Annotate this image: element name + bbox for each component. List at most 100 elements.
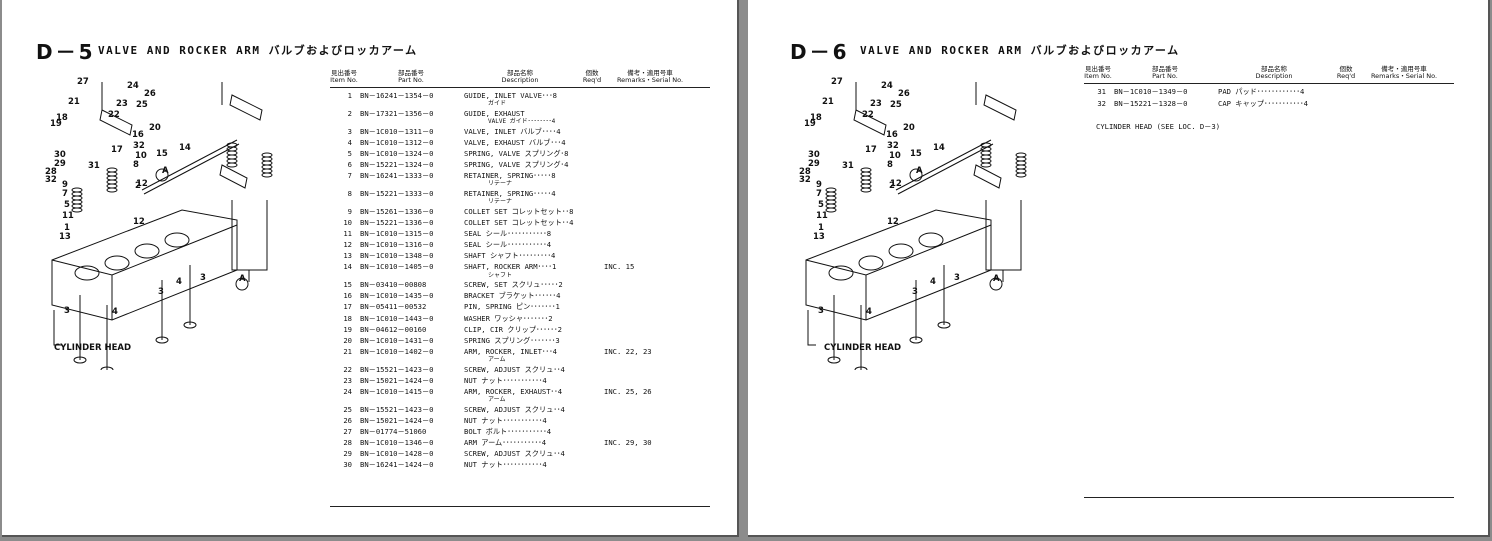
callout-number: 20 bbox=[903, 123, 915, 133]
spring-coil bbox=[226, 154, 238, 160]
rocker-shaft bbox=[895, 139, 992, 191]
description: SPRING, VALVE スプリング･4 bbox=[464, 160, 569, 170]
spring-coil bbox=[1015, 156, 1027, 162]
callout-number: 17 bbox=[865, 145, 877, 155]
detail-marker-circle bbox=[909, 168, 923, 182]
spring-coil bbox=[261, 164, 273, 170]
callout-number: 26 bbox=[144, 89, 156, 99]
spring-coil bbox=[106, 179, 118, 185]
spring-coil bbox=[106, 183, 118, 189]
description: CAP キャップ･･･････････4 bbox=[1218, 98, 1308, 108]
part-no: BN－15021－1424－0 bbox=[360, 375, 434, 385]
spring-coil bbox=[226, 158, 238, 164]
callout-number: 12 bbox=[136, 179, 148, 189]
detail-marker-circle bbox=[989, 277, 1003, 291]
spring-coil bbox=[825, 187, 837, 193]
description-japanese: VALVE ガイド････････4 bbox=[488, 117, 556, 125]
callout-number: 11 bbox=[62, 211, 74, 221]
item-no: 3 bbox=[347, 126, 352, 136]
item-no: 23 bbox=[343, 375, 352, 385]
callout-number: 20 bbox=[149, 123, 161, 133]
remarks: INC. 25, 26 bbox=[604, 386, 652, 396]
table-header: 見出番号 Item No. 部品番号 Part No. 部品名称 Descrip… bbox=[330, 69, 710, 88]
rocker-shaft-edge bbox=[143, 143, 240, 195]
callout-number: 25 bbox=[890, 100, 902, 110]
description: SCREW, ADJUST スクリュ･･4 bbox=[464, 404, 565, 414]
part-no: BN－1C010－1324－0 bbox=[360, 148, 434, 158]
part-no: BN－15261－1336－0 bbox=[360, 206, 434, 216]
header-reqd: 個数 Req'd bbox=[1336, 65, 1356, 81]
callout-number: 24 bbox=[127, 81, 139, 91]
callout-number: 32 bbox=[45, 175, 57, 185]
spring-coil bbox=[1015, 152, 1027, 158]
callout-number: 29 bbox=[808, 159, 820, 169]
description: GUIDE, INLET VALVE･･･8 bbox=[464, 91, 557, 100]
callout-number: 8 bbox=[133, 160, 139, 170]
parts-table: 見出番号 Item No. 部品番号 Part No. 部品名称 Descrip… bbox=[330, 69, 710, 472]
description: SPRING, VALVE スプリング･8 bbox=[464, 148, 569, 158]
item-no: 21 bbox=[343, 346, 352, 356]
callout-number: 1 bbox=[818, 223, 824, 233]
detail-marker-circle bbox=[235, 277, 249, 291]
callout-number: 30 bbox=[54, 150, 66, 160]
part-no: BN－1C010－1311－0 bbox=[360, 126, 434, 136]
part-no: BN－15021－1424－0 bbox=[360, 415, 434, 425]
valve-head bbox=[100, 366, 114, 370]
callout-number: 14 bbox=[179, 143, 191, 153]
spring-coil bbox=[106, 167, 118, 173]
item-no: 16 bbox=[343, 291, 352, 301]
remarks: INC. 29, 30 bbox=[604, 438, 652, 448]
cylinder-head-note: CYLINDER HEAD (SEE LOC. D－3) bbox=[1096, 122, 1221, 131]
parts-table: 見出番号 Item No. 部品番号 Part No. 部品名称 Descrip… bbox=[1084, 65, 1454, 111]
item-no: 5 bbox=[347, 148, 352, 158]
callout-number: 29 bbox=[54, 159, 66, 169]
description: NUT ナット･･･････････4 bbox=[464, 460, 547, 470]
spring-coil bbox=[71, 207, 83, 213]
valve-head bbox=[183, 321, 197, 329]
header-remarks: 備考・適用号車 Remarks・Serial No. bbox=[1370, 65, 1438, 81]
spring-coil bbox=[860, 187, 872, 193]
port-opening bbox=[858, 255, 884, 271]
rocker-arm bbox=[229, 94, 263, 121]
callout-number: 5 bbox=[818, 200, 824, 210]
item-no: 10 bbox=[343, 218, 352, 228]
table-bottom-rule bbox=[330, 506, 710, 507]
callout-number: 16 bbox=[132, 130, 144, 140]
part-no: BN－1C010－1348－0 bbox=[360, 251, 434, 261]
callout-number: 12 bbox=[890, 179, 902, 189]
spring-coil bbox=[71, 203, 83, 209]
spring-coil bbox=[980, 150, 992, 156]
callout-number: 9 bbox=[816, 180, 822, 190]
part-no: BN－15221－1328－0 bbox=[1114, 98, 1188, 108]
callout-number: 5 bbox=[64, 200, 70, 210]
description: COLLET SET コレットセット･･4 bbox=[464, 218, 574, 228]
description: SHAFT, ROCKER ARM････1 bbox=[464, 262, 557, 272]
item-no: 25 bbox=[343, 404, 352, 414]
callout-number: 18 bbox=[810, 113, 822, 123]
spring-coil bbox=[261, 168, 273, 174]
cylinder-head-edge bbox=[805, 224, 992, 320]
description: PAD パッド････････････4 bbox=[1218, 87, 1305, 96]
part-no: BN－01774－51060 bbox=[360, 427, 427, 437]
callout-number: 1 bbox=[64, 223, 70, 233]
part-no: BN－1C010－1315－0 bbox=[360, 229, 434, 239]
callout-number: 9 bbox=[62, 180, 68, 190]
port-opening bbox=[164, 232, 190, 248]
header-description: 部品名称 Description bbox=[1255, 65, 1293, 81]
description: SCREW, ADJUST スクリュ･･4 bbox=[464, 449, 565, 459]
spring-coil bbox=[825, 207, 837, 213]
item-no: 31 bbox=[1097, 87, 1106, 96]
